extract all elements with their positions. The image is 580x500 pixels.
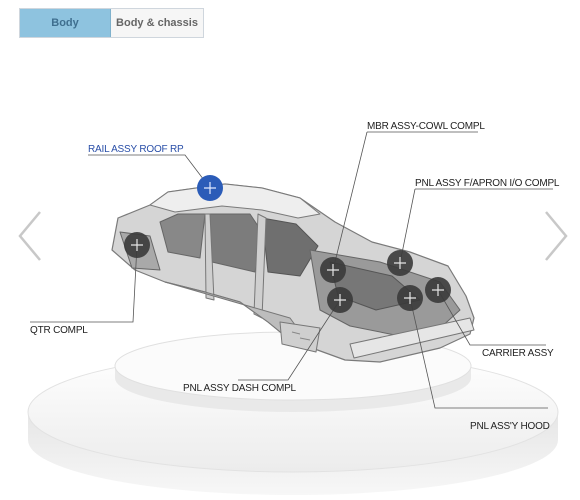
label-hood[interactable]: PNL ASS'Y HOOD	[470, 421, 550, 432]
label-rail-roof[interactable]: RAIL ASSY ROOF RP	[88, 144, 184, 155]
hotspot-carrier[interactable]	[425, 277, 451, 303]
car-body-illustration	[111, 183, 475, 363]
tab-body-and-chassis[interactable]: Body & chassis	[111, 9, 203, 37]
tab-body[interactable]: Body	[20, 9, 111, 37]
chevron-right-icon[interactable]	[545, 211, 568, 261]
label-pnl-apron[interactable]: PNL ASSY F/APRON I/O COMPL	[415, 178, 560, 189]
hotspot-pnl-apron[interactable]	[387, 250, 413, 276]
hotspot-mbr-cowl[interactable]	[320, 257, 346, 283]
display-pedestal	[27, 331, 559, 495]
hotspot-rail-roof[interactable]	[197, 175, 223, 201]
chevron-left-icon[interactable]	[18, 211, 41, 261]
hotspot-hood[interactable]	[397, 285, 423, 311]
label-qtr[interactable]: QTR COMPL	[30, 325, 88, 336]
label-dash[interactable]: PNL ASSY DASH COMPL	[183, 383, 296, 394]
leader-lines	[30, 131, 553, 409]
hotspot-dash[interactable]	[327, 287, 353, 313]
label-carrier[interactable]: CARRIER ASSY	[482, 348, 554, 359]
hotspot-qtr[interactable]	[124, 232, 150, 258]
label-mbr-cowl[interactable]: MBR ASSY-COWL COMPL	[367, 121, 485, 132]
tab-bar: Body Body & chassis	[19, 8, 204, 38]
